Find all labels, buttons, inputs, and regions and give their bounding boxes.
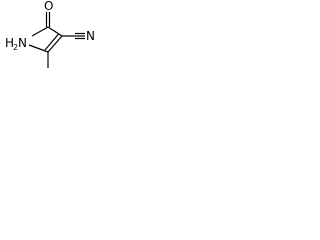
oxygen-label: O xyxy=(44,0,53,13)
acetyl-methyl-bond xyxy=(31,26,49,37)
alkene-bond-1 xyxy=(47,35,63,53)
amine-n-label: N xyxy=(18,36,27,50)
amine-bond xyxy=(28,44,49,53)
structure-diagram: O N H 2 N xyxy=(5,0,95,68)
carbonyl-alpha-bond xyxy=(47,26,63,37)
nitrile-nitrogen-label: N xyxy=(86,29,95,43)
amine-h-label: H xyxy=(5,36,14,50)
alkene-bond-2 xyxy=(44,33,59,51)
amine-subscript-label: 2 xyxy=(13,43,18,52)
